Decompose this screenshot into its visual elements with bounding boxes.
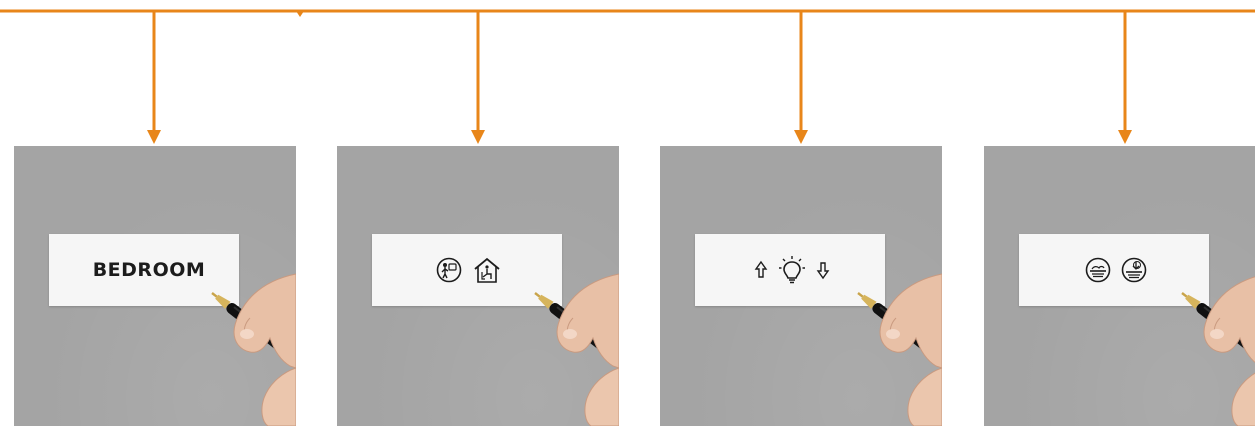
hand-with-pen-icon bbox=[984, 146, 1255, 426]
panel-occupancy-icons bbox=[337, 146, 619, 426]
panel-bedroom-text: BEDROOM bbox=[14, 146, 296, 426]
drop-arrow-1 bbox=[147, 11, 161, 144]
drop-arrow-3 bbox=[794, 11, 808, 144]
drop-arrow-4 bbox=[1118, 11, 1132, 144]
panel-blind-icons bbox=[984, 146, 1255, 426]
hand-with-pen-icon bbox=[660, 146, 942, 426]
connector-diagram bbox=[0, 0, 1255, 150]
hand-with-pen-icon bbox=[14, 146, 296, 426]
drop-arrow-2 bbox=[471, 11, 485, 144]
hand-with-pen-icon bbox=[337, 146, 619, 426]
panel-lighting-icons bbox=[660, 146, 942, 426]
top-pointer-icon bbox=[296, 11, 304, 17]
